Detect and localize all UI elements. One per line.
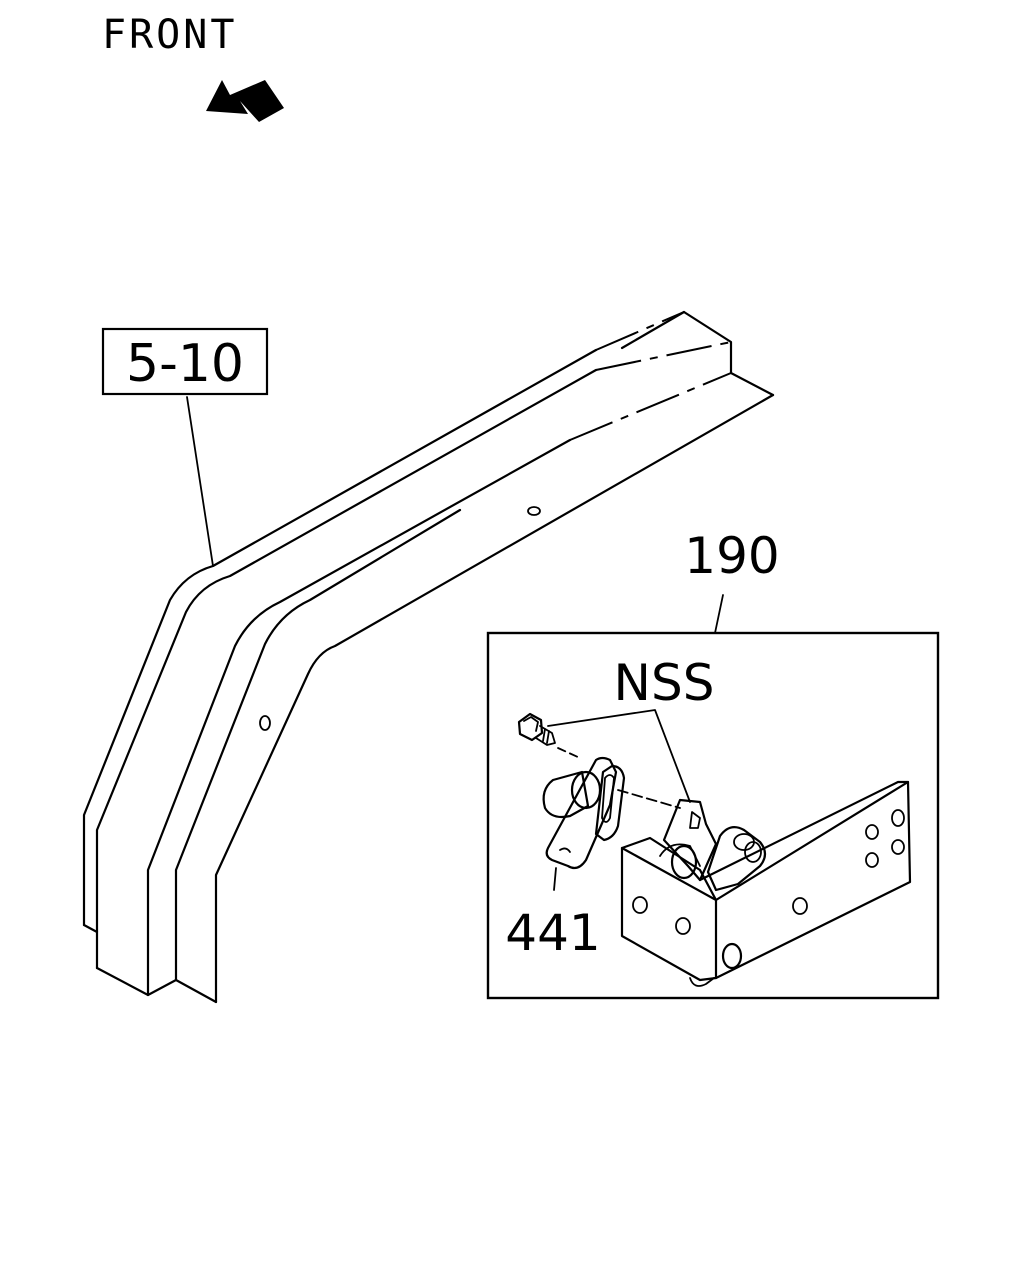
ref-leader-line [186, 396, 214, 567]
nss-leader [547, 709, 691, 803]
front-arrow-icon [206, 80, 284, 122]
part-441-leader [553, 867, 557, 891]
bolt-icon [517, 712, 581, 759]
part-190-label: 190 [684, 527, 779, 585]
part-nss-label: NSS [614, 654, 715, 712]
ref-box[interactable]: 5-10 [101, 327, 269, 396]
front-label: FRONT [102, 12, 237, 58]
latch-assembly [542, 756, 681, 870]
frame-rail [82, 310, 775, 1004]
part-441-label: 441 [505, 904, 600, 962]
bracket [620, 780, 912, 987]
part-190-leader [714, 594, 724, 634]
detail-box [486, 631, 940, 1000]
ref-box-label: 5-10 [126, 334, 244, 394]
